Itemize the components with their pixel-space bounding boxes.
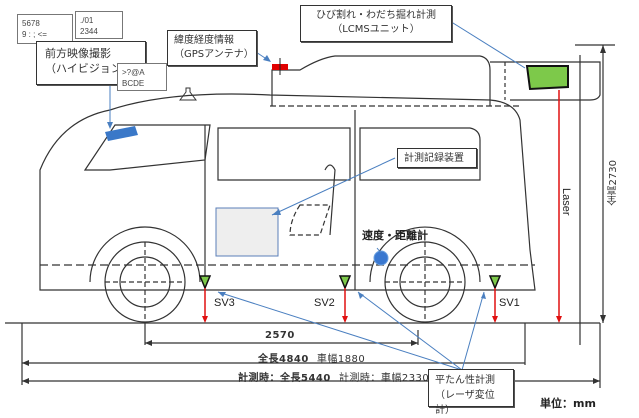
lcms-title: ひび割れ・わだち掘れ計測: [316, 10, 436, 21]
laser-label: Laser: [560, 188, 572, 216]
overlay-box-3-line2: BCDE: [122, 79, 145, 88]
flatness-title: 平たん性計測: [435, 375, 495, 386]
sv2-sensor-icon: [338, 275, 352, 290]
callout-gps: 緯度経度情報 （GPSアンテナ）: [167, 30, 257, 66]
lcms-subtitle: （LCMSユニット）: [332, 24, 420, 35]
measure-width-value: 計測時：車幅2330: [338, 373, 430, 384]
overlay-box-1: 5678 9 : ; <=: [17, 14, 73, 44]
unit-label: 単位：mm: [540, 397, 596, 410]
measure-length-label: 計測時：全長5440 計測時：車幅2330: [238, 369, 429, 384]
overlay-box-3-line1: >?@A: [122, 68, 145, 77]
sv3-label: SV3: [214, 297, 235, 309]
vehicle-body: [39, 93, 536, 291]
length-label: 全長4840 車幅1880: [258, 350, 365, 365]
overlay-box-1-line2: 9 : ; <=: [22, 30, 47, 39]
flatness-subtitle: （レーザ変位計）: [435, 390, 495, 416]
wheelbase-label: 2570: [265, 330, 295, 341]
overlay-box-2-line2: 2344: [80, 27, 98, 36]
total-height-label: 全高2730: [608, 160, 619, 206]
width-value: 車幅1880: [316, 354, 366, 365]
sv1-sensor-icon: [488, 275, 502, 290]
speed-sensor-icon: [373, 250, 389, 266]
lcms-unit-icon: [525, 65, 569, 91]
gps-subtitle: （GPSアンテナ）: [174, 49, 254, 60]
overlay-box-2: ./01 2344: [75, 11, 123, 39]
callout-recorder: 計測記録装置: [397, 148, 477, 168]
sv3-sensor-icon: [198, 275, 212, 290]
front-camera-title: 前方映像撮影: [45, 47, 111, 60]
camera-icon: [105, 126, 138, 141]
overlay-box-2-line1: ./01: [80, 16, 94, 25]
front-camera-subtitle: （ハイビジョンカ: [45, 62, 133, 75]
overlay-box-3: >?@A BCDE: [117, 63, 167, 91]
gps-title: 緯度経度情報: [174, 35, 234, 46]
recorder-box-icon: [215, 207, 279, 257]
speed-distance-label: 速度・距離計: [362, 229, 428, 242]
sv1-label: SV1: [499, 297, 520, 309]
overlay-box-1-line1: 5678: [22, 19, 40, 28]
callout-lcms: ひび割れ・わだち掘れ計測 （LCMSユニット）: [300, 5, 452, 42]
length-value: 全長4840: [258, 354, 309, 365]
sv2-label: SV2: [314, 297, 335, 309]
recorder-title: 計測記録装置: [404, 153, 464, 164]
roof-pod: [271, 55, 491, 106]
callout-flatness: 平たん性計測 （レーザ変位計）: [428, 369, 514, 416]
measure-length-value: 計測時：全長5440: [238, 373, 331, 384]
